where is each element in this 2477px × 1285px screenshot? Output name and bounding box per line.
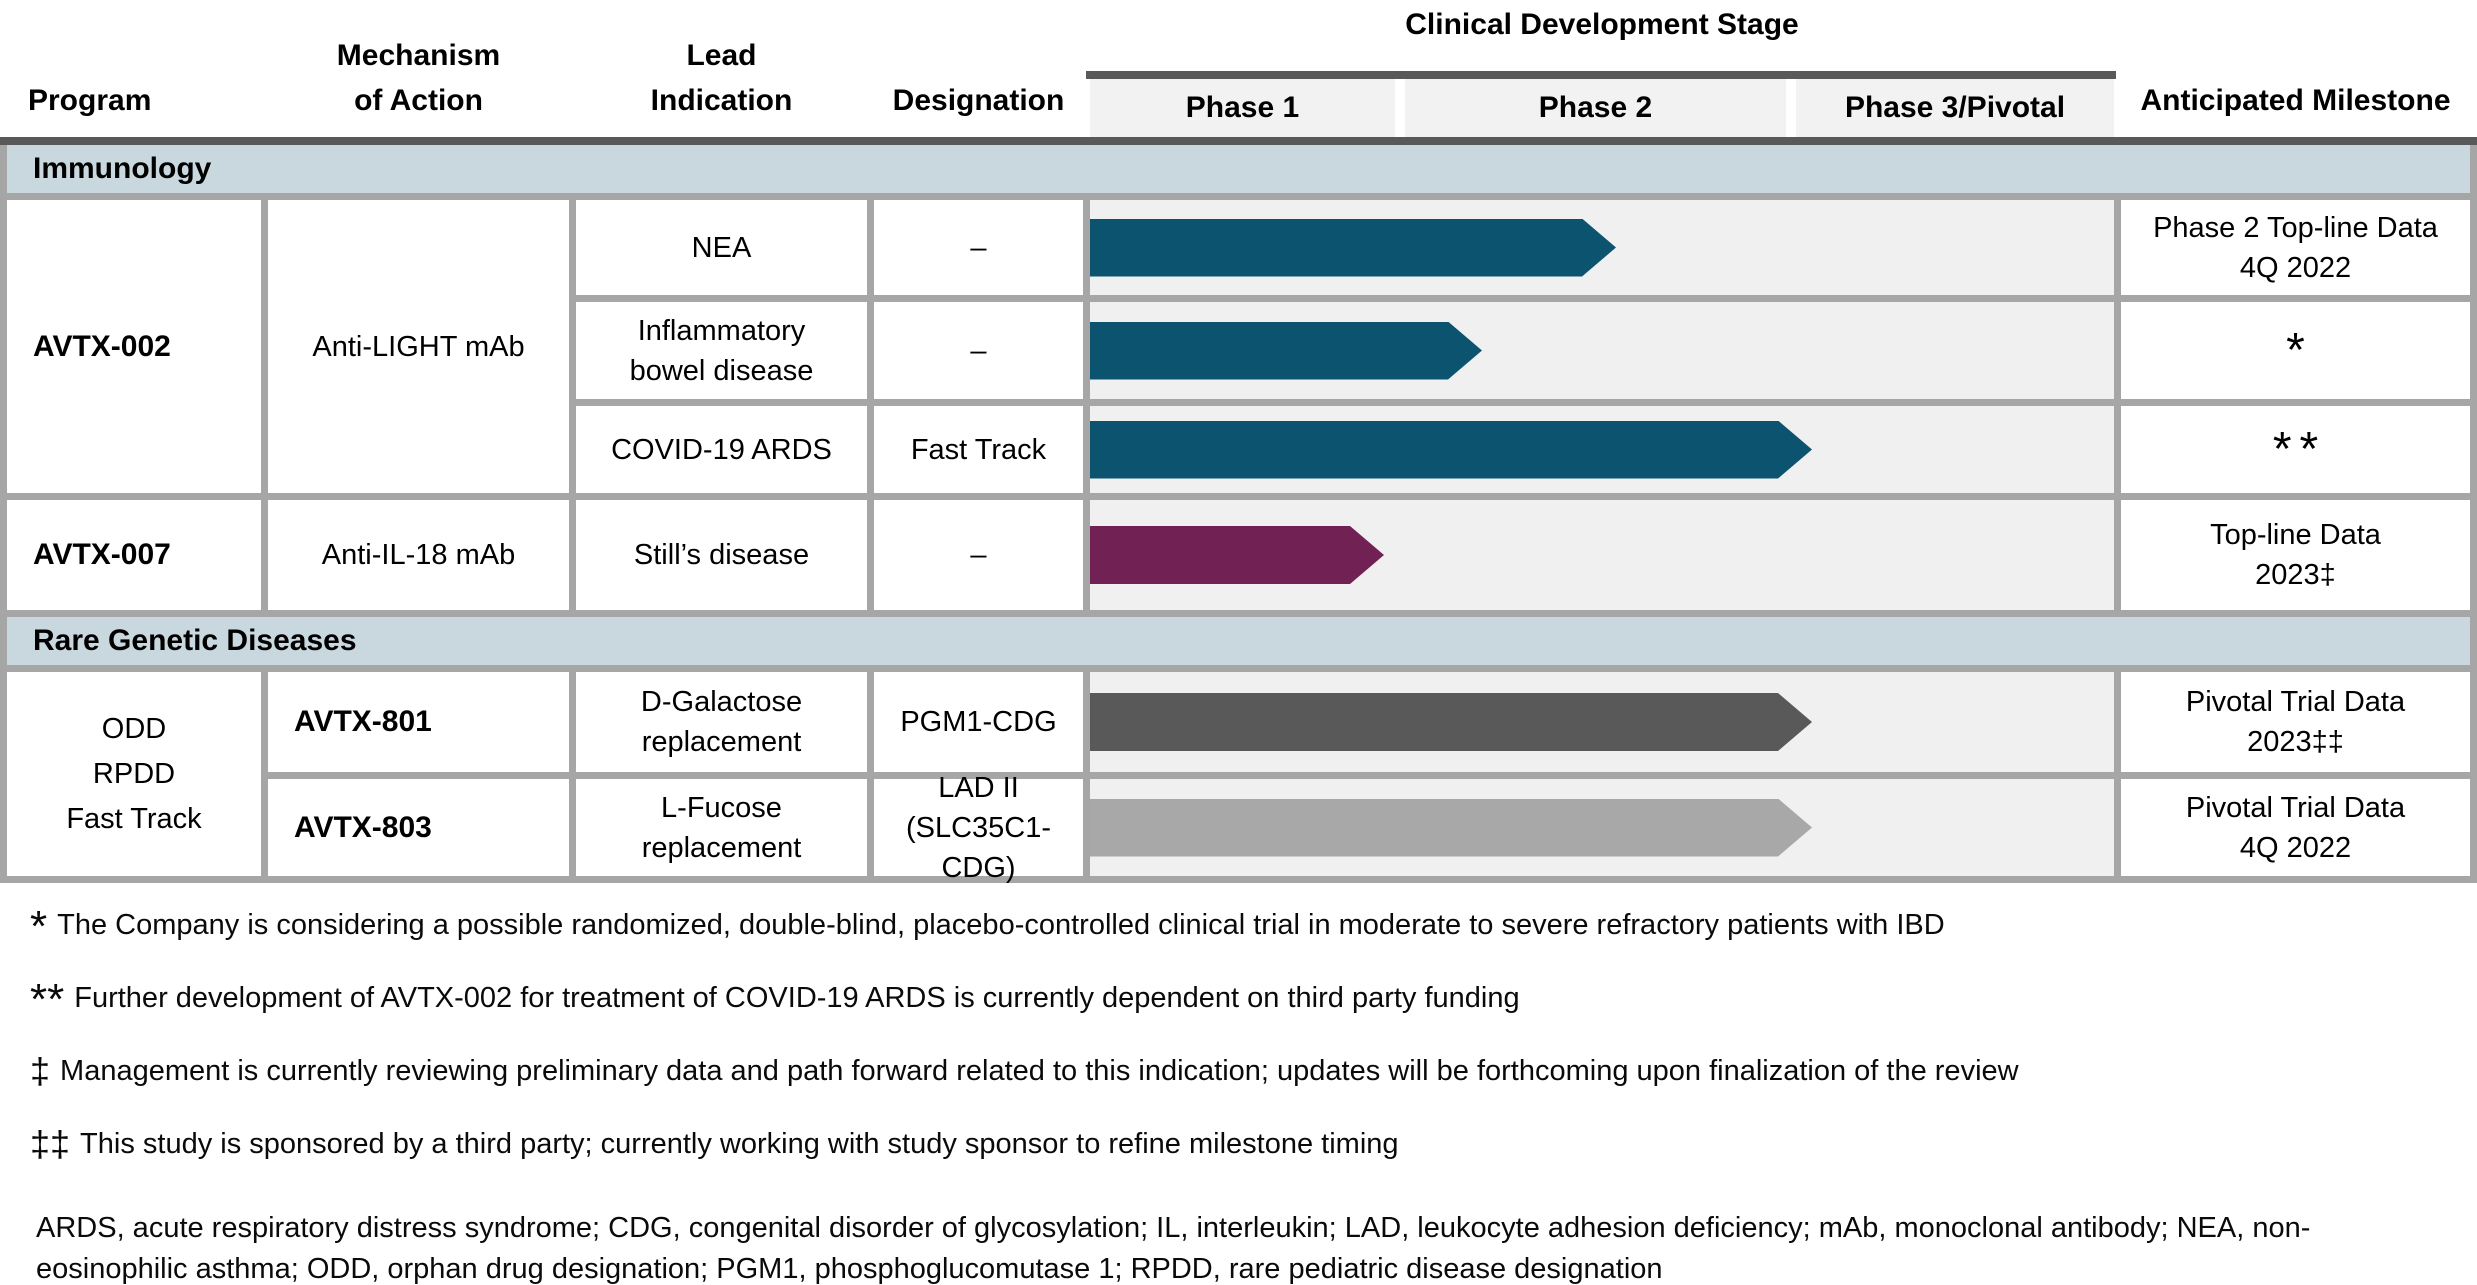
- designation-nea: –: [874, 200, 1083, 295]
- designation-stills: –: [874, 500, 1083, 610]
- progress-bar-ibd: [1090, 322, 1482, 380]
- column-header-phase-1: Phase 1: [1090, 79, 1395, 137]
- mechanism-avtx-801: D-Galactose replacement: [576, 672, 867, 772]
- footnote-text: Management is currently reviewing prelim…: [60, 1055, 2019, 1087]
- stage-track-nea: [1090, 200, 2114, 295]
- footnote-text: The Company is considering a possible ra…: [57, 909, 1945, 941]
- mechanism-avtx-007: Anti-IL-18 mAb: [268, 500, 569, 610]
- header-divider: [0, 137, 2477, 145]
- milestone-covid: **: [2121, 406, 2470, 493]
- progress-bar-avtx-007: [1090, 526, 1384, 584]
- stage-group-underline: [1086, 71, 2116, 79]
- column-header-milestone: Anticipated Milestone: [2140, 84, 2451, 117]
- column-header-lead-indication: Lead Indication: [650, 39, 793, 117]
- footnote-symbol: *: [30, 902, 48, 951]
- progress-bar-nea: [1090, 219, 1616, 277]
- indication-nea: NEA: [576, 200, 867, 295]
- footnotes: * The Company is considering a possible r…: [0, 905, 2477, 1285]
- mechanism-avtx-803: L-Fucose replacement: [576, 779, 867, 876]
- program-avtx-801: AVTX-801: [268, 672, 569, 772]
- stage-track-covid: [1090, 406, 2114, 493]
- designation-covid: Fast Track: [874, 406, 1083, 493]
- milestone-avtx-801: Pivotal Trial Data 2023‡‡: [2121, 672, 2470, 772]
- milestone-nea: Phase 2 Top-line Data 4Q 2022: [2121, 200, 2470, 295]
- column-header-designation: Designation: [892, 84, 1065, 117]
- progress-bar-avtx-803: [1090, 799, 1812, 857]
- designation-rare-shared: ODD RPDD Fast Track: [7, 672, 261, 876]
- column-header-phase-2: Phase 2: [1405, 79, 1786, 137]
- footnote-symbol: ‡‡: [30, 1123, 71, 1164]
- indication-stills: Still’s disease: [576, 500, 867, 610]
- indication-lad-ii: LAD II (SLC35C1-CDG): [874, 772, 1083, 884]
- stage-track-avtx-801: [1090, 672, 2114, 772]
- indication-pgm1-cdg: PGM1-CDG: [874, 672, 1083, 772]
- footnote-double-dagger: ‡‡ This study is sponsored by a third par…: [30, 1126, 2477, 1162]
- footnote-symbol: ‡: [30, 1050, 51, 1091]
- abbreviations-legend: ARDS, acute respiratory distress syndrom…: [36, 1212, 2311, 1285]
- section-header-rare-genetic: Rare Genetic Diseases: [7, 617, 2470, 665]
- column-header-mechanism: Mechanism of Action: [336, 39, 501, 117]
- footnote-dagger: ‡ Management is currently reviewing preli…: [30, 1053, 2477, 1089]
- progress-bar-covid: [1090, 421, 1812, 479]
- stage-group-title: Clinical Development Stage: [1405, 8, 1799, 41]
- milestone-avtx-007: Top-line Data 2023‡: [2121, 500, 2470, 610]
- column-header-program: Program: [28, 84, 152, 117]
- mechanism-avtx-002: Anti-LIGHT mAb: [268, 200, 569, 493]
- section-header-immunology: Immunology: [7, 145, 2470, 193]
- column-header-phase-3: Phase 3/Pivotal: [1796, 79, 2114, 137]
- program-avtx-002: AVTX-002: [7, 200, 261, 493]
- milestone-avtx-803: Pivotal Trial Data 4Q 2022: [2121, 779, 2470, 876]
- progress-bar-avtx-801: [1090, 693, 1812, 751]
- footnote-asterisk: * The Company is considering a possible r…: [30, 905, 2477, 949]
- footnote-text: This study is sponsored by a third party…: [80, 1128, 1399, 1160]
- designation-ibd: –: [874, 302, 1083, 399]
- footnote-double-asterisk: ** Further development of AVTX-002 for tr…: [30, 978, 2477, 1022]
- indication-covid: COVID-19 ARDS: [576, 406, 867, 493]
- program-avtx-007: AVTX-007: [7, 500, 261, 610]
- footnote-text: Further development of AVTX-002 for trea…: [74, 982, 1520, 1014]
- program-avtx-803: AVTX-803: [268, 779, 569, 876]
- table-header: Program Mechanism of Action Lead Indicat…: [0, 0, 2477, 137]
- footnote-symbol: **: [30, 975, 65, 1024]
- pipeline-table: Immunology AVTX-002 Anti-LIGHT mAb NEA –…: [0, 145, 2477, 884]
- indication-ibd: Inflammatory bowel disease: [576, 302, 867, 399]
- stage-track-ibd: [1090, 302, 2114, 399]
- stage-track-avtx-007: [1090, 500, 2114, 610]
- milestone-ibd: *: [2121, 302, 2470, 399]
- stage-track-avtx-803: [1090, 779, 2114, 876]
